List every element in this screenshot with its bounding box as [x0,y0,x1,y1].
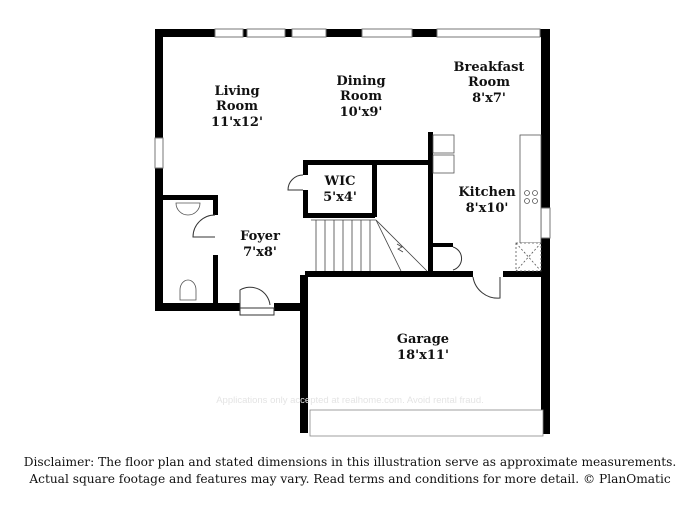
living-room-label-2: Room [216,99,258,114]
breakfast-room-dims: 8'x7' [472,91,506,106]
disclaimer-line-2: Actual square footage and features may v… [29,472,671,486]
kitchen-label: Kitchen [458,185,516,200]
kitchen-dims: 8'x10' [466,201,509,216]
foyer-dims: 7'x8' [243,245,277,260]
wic-dims: 5'x4' [323,190,357,205]
garage-label: Garage [397,332,449,347]
dining-room-label: Dining [336,74,385,89]
watermark-text: Applications only accepted at realhome.c… [216,395,484,406]
foyer-label: Foyer [240,229,280,244]
breakfast-room-label-2: Room [468,75,510,90]
living-room-label: Living [214,84,259,99]
dining-room-dims: 10'x9' [340,105,383,120]
fixtures [175,134,544,437]
room-labels: Living Room 11'x12' Dining Room 10'x9' B… [211,60,524,363]
garage-dims: 18'x11' [397,348,449,363]
stairs [311,219,428,272]
wic-label: WIC [323,174,355,189]
windows [154,28,551,239]
dining-room-label-2: Room [340,89,382,104]
doors [192,174,501,316]
breakfast-room-label: Breakfast [454,60,525,75]
disclaimer-line-1: Disclaimer: The floor plan and stated di… [23,455,677,469]
living-room-dims: 11'x12' [211,115,263,130]
